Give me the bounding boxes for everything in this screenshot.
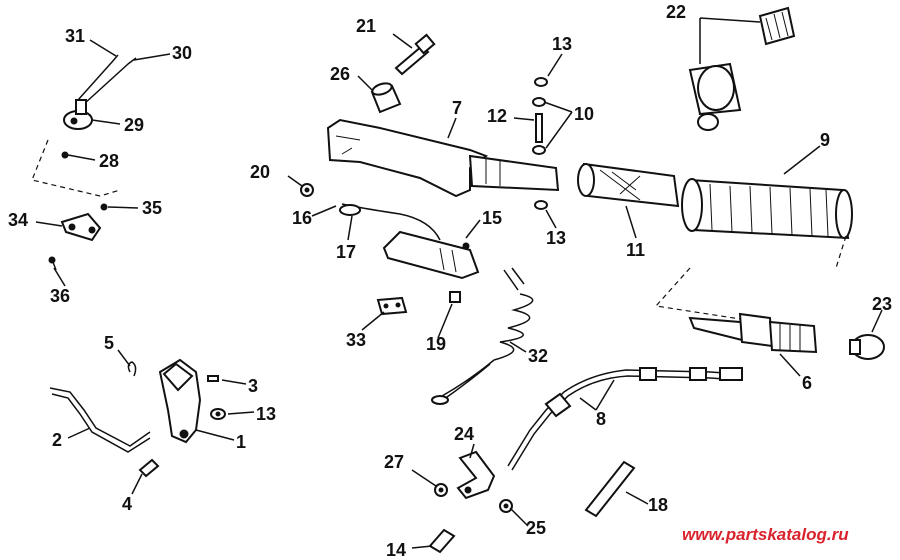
callout-19: 18 <box>648 495 668 515</box>
callout-28: 27 <box>384 452 404 472</box>
callout-24: 23 <box>872 294 892 314</box>
callout-23: 22 <box>666 2 686 22</box>
bolt-part-22 <box>394 33 436 76</box>
washer-part-14 <box>210 408 226 420</box>
callout-6: 6 <box>802 373 812 393</box>
bracket-part-35 <box>60 212 102 242</box>
nut-part-26 <box>499 499 513 513</box>
pivot-pin-part-4 <box>138 458 160 478</box>
callout-26: 25 <box>526 518 546 538</box>
callout-3: 3 <box>248 376 258 396</box>
callout-8: 8 <box>596 409 606 429</box>
handle-grip-part-9 <box>681 178 853 240</box>
rod-part-19 <box>584 460 636 518</box>
callout-12: 12 <box>487 106 507 126</box>
screw-part-20 <box>449 291 461 303</box>
nut-part-13-bottom <box>534 200 548 210</box>
screw-part-29 <box>61 151 69 159</box>
callout-16: 15 <box>482 208 502 228</box>
cap-part-24 <box>849 334 885 360</box>
callout-29: 28 <box>99 151 119 171</box>
callout-37: 36 <box>50 286 70 306</box>
callout-4: 4 <box>122 494 132 514</box>
bushing-part-27 <box>370 82 402 114</box>
callout-11: 11 <box>626 240 645 260</box>
nut-part-21 <box>300 183 314 197</box>
callout-5: 5 <box>104 333 114 353</box>
callout-1: 1 <box>236 432 246 452</box>
callout-33: 32 <box>528 346 548 366</box>
callout-9: 9 <box>820 130 830 150</box>
callout-36: 35 <box>142 198 162 218</box>
nut-part-13-top <box>534 77 548 87</box>
callout-2: 2 <box>52 430 62 450</box>
clip-part-34 <box>376 296 408 316</box>
callout-20: 19 <box>426 334 446 354</box>
callout-27: 26 <box>330 64 350 84</box>
lever-part-25 <box>456 450 496 500</box>
callout-18: 17 <box>336 242 356 262</box>
lanyard-part-33 <box>431 267 534 405</box>
callout-13-top: 13 <box>552 34 572 54</box>
callout-17: 16 <box>292 208 312 228</box>
callout-31: 30 <box>172 43 192 63</box>
callout-32: 31 <box>65 26 85 46</box>
wire-part-17-18 <box>339 203 441 241</box>
pin-part-3 <box>207 375 219 382</box>
callout-34: 33 <box>346 330 366 350</box>
callout-10: 10 <box>574 104 594 124</box>
washer-part-28 <box>434 483 448 497</box>
link-rod-part-2 <box>49 387 151 453</box>
callout-21: 20 <box>250 162 270 182</box>
callout-14: 13 <box>256 404 276 424</box>
screw-part-37 <box>48 256 57 271</box>
callout-25: 24 <box>454 424 474 444</box>
pin-part-12-10 <box>532 97 546 155</box>
leader-lines <box>35 17 883 549</box>
watermark: www.partskatalog.ru <box>682 525 849 544</box>
callout-7: 7 <box>452 98 462 118</box>
clip-part-5 <box>127 361 137 377</box>
nut-part-36 <box>100 203 108 211</box>
callout-15: 14 <box>386 540 406 560</box>
clip-part-15 <box>428 528 456 554</box>
callout-13-bottom: 13 <box>546 228 566 248</box>
callout-22: 21 <box>356 16 376 36</box>
throttle-lever-part-1 <box>158 358 202 444</box>
throttle-cable-part-8 <box>507 367 743 471</box>
callout-30: 29 <box>124 115 144 135</box>
throttle-grip-part-11 <box>577 162 680 208</box>
wire-connector-part <box>63 54 137 130</box>
bracket-part-16 <box>382 230 480 280</box>
callout-labels: 31 30 29 28 34 35 36 21 26 7 20 16 17 15… <box>8 2 892 560</box>
switch-part-6 <box>688 312 818 354</box>
callout-35: 34 <box>8 210 28 230</box>
steering-arm-part-7 <box>326 118 560 198</box>
fitting-part-23 <box>688 6 796 131</box>
